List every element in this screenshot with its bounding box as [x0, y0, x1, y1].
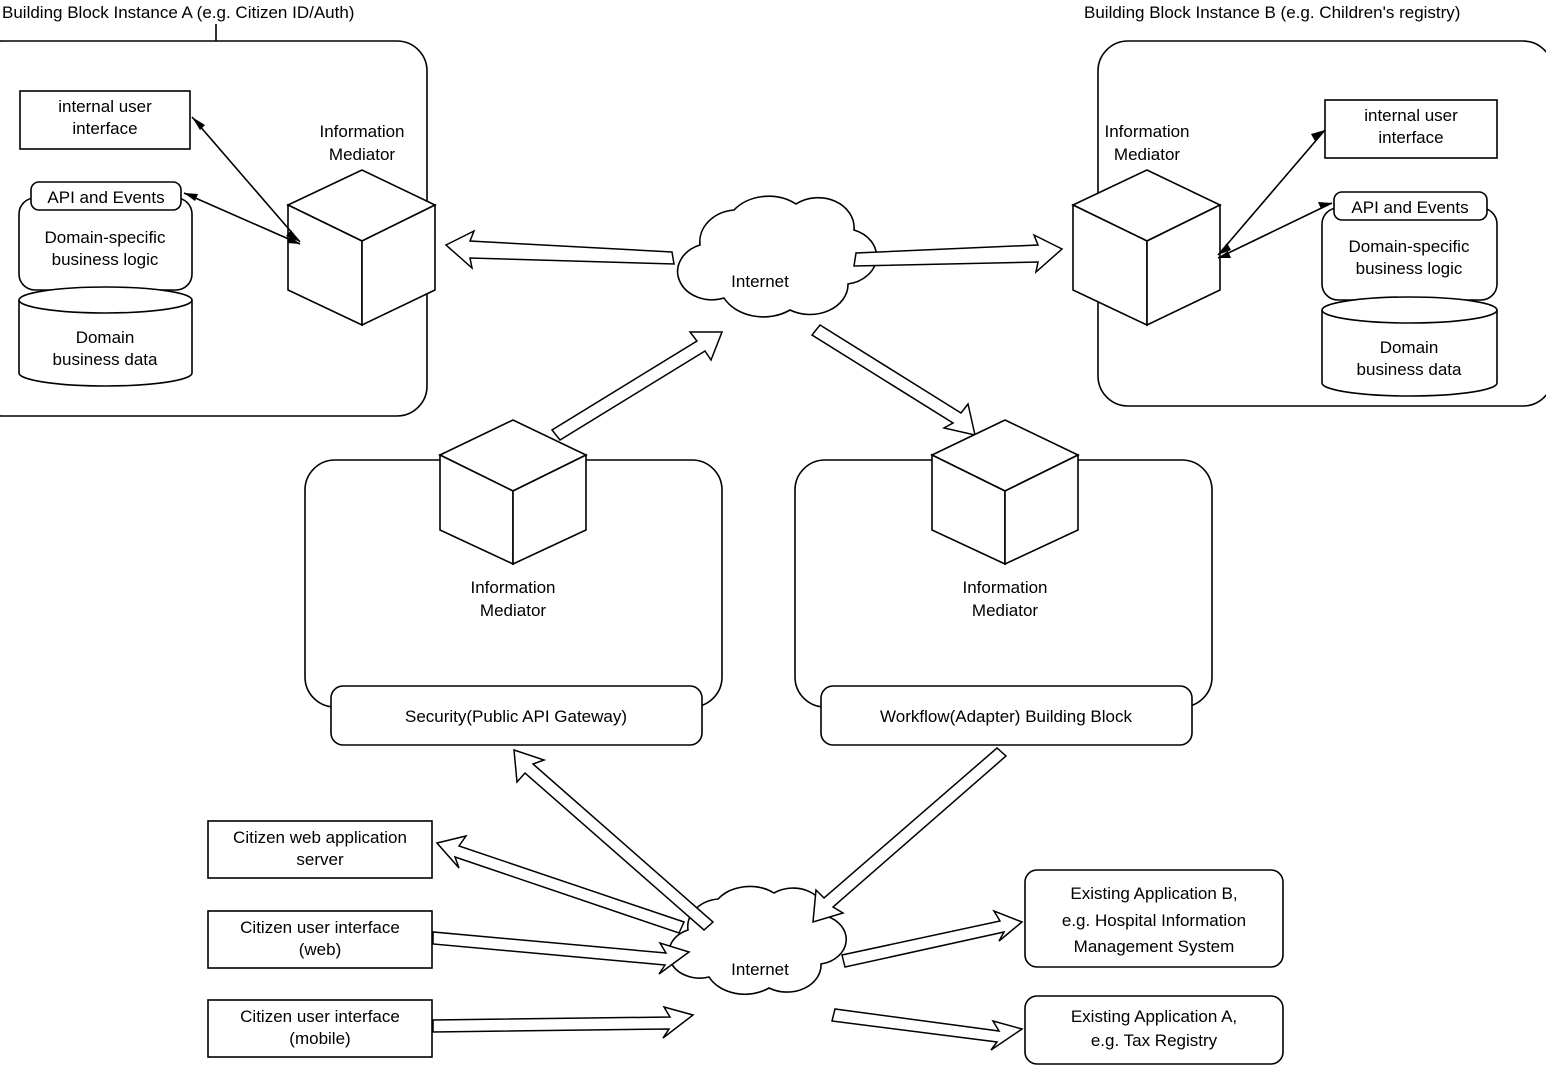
business-logic-label-a-line1: Domain-specific: [45, 228, 166, 247]
information-mediator-cube-b: [1071, 169, 1222, 327]
citizen-ui-mobile-box: [207, 999, 433, 1058]
arrow-api-events-mediator-a: [183, 192, 301, 245]
existing-application-b-box: [1024, 869, 1284, 968]
title-building-block-a: Building Block Instance A (e.g. Citizen …: [2, 3, 354, 22]
existing-application-a-box: [1024, 995, 1284, 1065]
security-public-api-gateway-label: Security(Public API Gateway): [405, 707, 627, 726]
mediator-label-b-line1: Information: [1104, 122, 1189, 141]
internal-ui-label-b-line2: interface: [1378, 128, 1443, 147]
internet-cloud-bottom: [667, 885, 847, 996]
business-data-cylinder-top-a: [18, 299, 193, 314]
mediator-label-workflow-line2: Mediator: [972, 601, 1038, 620]
internal-ui-box-b: [1324, 99, 1498, 159]
business-data-label-a-line1: Domain: [76, 328, 135, 347]
api-events-box-a: [30, 181, 182, 211]
existing-application-a-label-line1: Existing Application A,: [1071, 1007, 1237, 1026]
information-mediator-cube-security: [438, 419, 588, 566]
business-data-label-a-line2: business data: [53, 350, 158, 369]
business-data-label-b-line1: Domain: [1380, 338, 1439, 357]
block-arrow-internet-security: [513, 748, 715, 932]
citizen-ui-mobile-label-line2: (mobile): [289, 1029, 350, 1048]
api-events-label-a: API and Events: [47, 188, 164, 207]
block-arrow-internet-mediator-b: [853, 233, 1064, 275]
workflow-adapter-building-block-box: [820, 685, 1193, 746]
block-arrow-citizen-ui-web-internet: [432, 931, 691, 975]
api-events-box-b: [1333, 191, 1488, 221]
internal-ui-label-b-line1: internal user: [1364, 106, 1458, 125]
citizen-ui-web-label-line2: (web): [299, 940, 342, 959]
business-data-cylinder-top-b: [1321, 309, 1498, 324]
mediator-label-security-line1: Information: [470, 578, 555, 597]
block-arrow-internet-citizen-web-app: [435, 834, 686, 934]
business-logic-label-b-line1: Domain-specific: [1349, 237, 1470, 256]
mediator-label-b-line2: Mediator: [1114, 145, 1180, 164]
internet-cloud-top: [676, 195, 878, 318]
internet-label-top: Internet: [731, 272, 789, 291]
mediator-label-a-line2: Mediator: [329, 145, 395, 164]
citizen-web-app-server-label-line1: Citizen web application: [233, 828, 407, 847]
internal-ui-label-a-line2: interface: [72, 119, 137, 138]
existing-application-a-label-line2: e.g. Tax Registry: [1091, 1031, 1218, 1050]
block-arrow-workflow-internet: [812, 747, 1008, 924]
citizen-web-app-server-label-line2: server: [296, 850, 344, 869]
citizen-web-app-server-box: [207, 820, 433, 879]
existing-application-b-label-line1: Existing Application B,: [1070, 884, 1237, 903]
existing-application-b-label-line2: e.g. Hospital Information: [1062, 911, 1246, 930]
title-building-block-b: Building Block Instance B (e.g. Children…: [1084, 3, 1460, 22]
citizen-ui-web-label-line1: Citizen user interface: [240, 918, 400, 937]
arrow-mediator-internal-ui-b: [1217, 129, 1326, 256]
block-arrow-internet-workflow: [810, 324, 976, 436]
block-arrow-security-internet: [550, 331, 724, 441]
api-events-label-b: API and Events: [1351, 198, 1468, 217]
citizen-ui-mobile-label-line1: Citizen user interface: [240, 1007, 400, 1026]
arrow-mediator-api-events-b: [1217, 202, 1333, 259]
security-public-api-gateway-box: [330, 685, 703, 746]
internal-ui-box-a: [19, 90, 191, 150]
block-arrow-citizen-ui-mobile-internet: [432, 1005, 695, 1039]
citizen-ui-web-box: [207, 910, 433, 969]
existing-application-b-label-line3: Management System: [1074, 937, 1235, 956]
mediator-label-workflow-line1: Information: [962, 578, 1047, 597]
business-data-label-b-line2: business data: [1357, 360, 1462, 379]
internet-label-bottom: Internet: [731, 960, 789, 979]
block-arrow-internet-existing-app-a: [831, 1008, 1024, 1051]
information-mediator-cube-a: [286, 169, 437, 327]
business-logic-label-b-line2: business logic: [1356, 259, 1463, 278]
arrow-internal-ui-mediator-a: [191, 116, 301, 243]
mediator-label-a-line1: Information: [319, 122, 404, 141]
information-mediator-cube-workflow: [930, 419, 1080, 566]
workflow-adapter-building-block-label: Workflow(Adapter) Building Block: [880, 707, 1132, 726]
internal-ui-label-a-line1: internal user: [58, 97, 152, 116]
business-logic-label-a-line2: business logic: [52, 250, 159, 269]
block-arrow-mediator-a-internet: [444, 229, 675, 271]
block-arrow-internet-existing-app-b: [841, 909, 1024, 968]
mediator-label-security-line2: Mediator: [480, 601, 546, 620]
